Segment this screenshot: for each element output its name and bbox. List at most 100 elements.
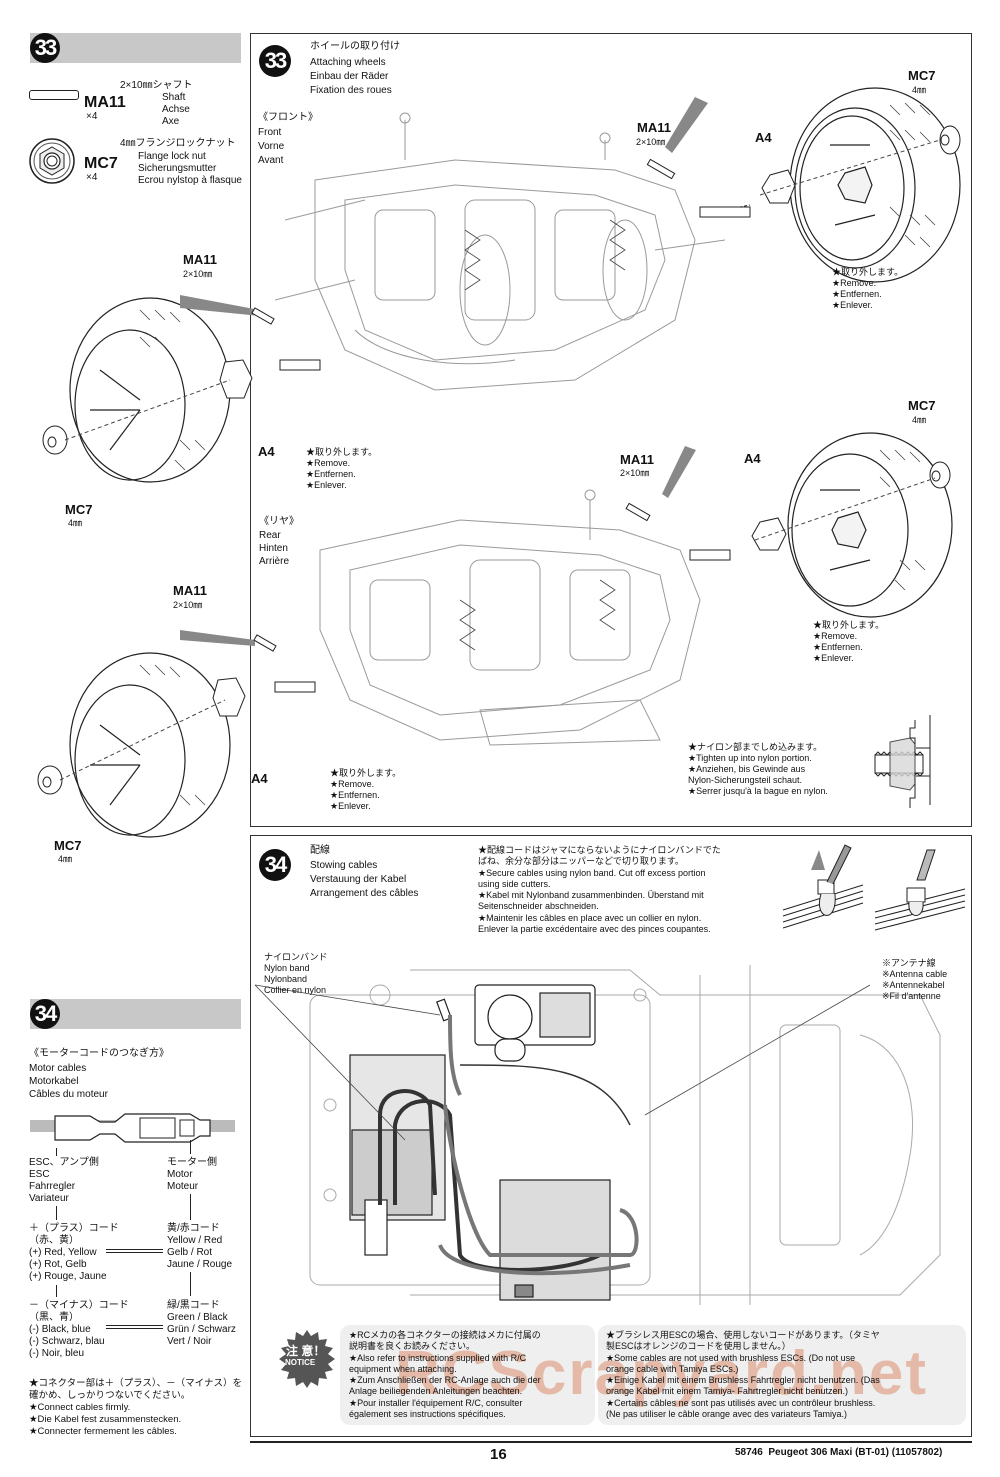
front-left-a4-label: A4 (258, 444, 275, 459)
instruction-de-1: ★Kabel mit Nylonband zusammenbinden. Übe… (478, 890, 704, 901)
tighten-note-de-2: Nylon-Sicherungsteil schaut. (688, 775, 803, 785)
connect-note-ja-1: ★コネクター部は＋（プラス）、－（マイナス）を (29, 1378, 242, 1389)
notice-badge-en: NOTICE (285, 1358, 316, 1367)
remove-note-fr: ★Enlever. (306, 480, 347, 490)
tighten-note-de-1: ★Anziehen, bis Gewinde aus (688, 764, 806, 774)
remove-note-de: ★Entfernen. (813, 642, 863, 652)
minus-connect-line-2 (106, 1328, 163, 1329)
green-black-ja: 緑/黒コード (167, 1300, 220, 1311)
cable-routing-chassis-illustration (254, 965, 941, 1305)
antenna-cable-ja: ※アンテナ線 (882, 958, 936, 968)
notice-right-fr-1: ★Certains câbles ne sont pas utilisés av… (606, 1397, 876, 1408)
connect-note-fr: ★Connecter fermement les câbles. (29, 1426, 177, 1437)
remove-note-en: ★Remove. (330, 779, 375, 789)
motor-cables-heading-en: Motor cables (29, 1063, 87, 1074)
rear-left-mc7-size: 4㎜ (58, 854, 73, 864)
step33-title-en: Attaching wheels (310, 57, 386, 68)
step34-instructions: ★配線コードはジャマにならないようにナイロンバンドでた ばね、余分な部分はニッパ… (478, 845, 721, 935)
plus-cable-en: (+) Red, Yellow (29, 1247, 97, 1258)
minus-cable-ja: －（マイナス）コード (29, 1300, 129, 1311)
front-right-mc7-label: MC7 (908, 68, 936, 83)
plus-cable-ja: ＋（プラス）コード (29, 1223, 119, 1234)
motor-side-label: モーター側 Motor Moteur (167, 1157, 217, 1193)
shaft-part-icon (29, 90, 79, 100)
notice-right-ja-2: 製ESCはオレンジのコードを使用しません。） (606, 1341, 791, 1352)
antenna-cable-fr: ※Fil d'antenne (882, 991, 941, 1001)
motor-cables-heading-de: Motorkabel (29, 1076, 79, 1087)
motor-connector-illustration (30, 1113, 235, 1143)
front-right-ma11-label: MA11 (637, 120, 671, 135)
step33-title-fr: Fixation des roues (310, 85, 392, 96)
notice-right-en-2: orange cable with Tamiya ESCs.) (606, 1363, 739, 1374)
esc-side-de: Fahrregler (29, 1181, 76, 1192)
rear-left-ma11-size: 2×10㎜ (173, 600, 203, 610)
step34-title-en: Stowing cables (310, 860, 378, 871)
front-right-remove-note: ★取り外します。 ★Remove. ★Entfernen. ★Enlever. (832, 267, 903, 311)
part-name-de-mc7: Sicherungsmutter (138, 163, 217, 174)
front-left-mc7-label: MC7 (65, 502, 93, 517)
remove-note-de: ★Entfernen. (306, 469, 356, 479)
front-left-mc7-size: 4㎜ (68, 518, 83, 528)
esc-side-leader (56, 1148, 57, 1156)
notice-badge-ja: 注 意！ (286, 1344, 326, 1358)
tighten-note-fr: ★Serrer jusqu'à la bague en nylon. (688, 786, 828, 796)
step33-title-ja: ホイールの取り付け (310, 41, 400, 52)
rear-chassis-illustration (319, 489, 701, 746)
part-name-en-ma11: Shaft (162, 92, 186, 103)
step34-title-de: Verstauung der Kabel (310, 874, 407, 885)
rear-right-remove-note: ★取り外します。 ★Remove. ★Entfernen. ★Enlever. (813, 620, 884, 664)
notice-left-text: ★RCメカの各コネクターの接続はメカに付属の 説明書を良くお読みください。 ★A… (349, 1330, 541, 1420)
instruction-ja-1: ★配線コードはジャマにならないようにナイロンバンドでた (478, 845, 721, 855)
tighten-note-ja: ★ナイロン部までしめ込みます。 (688, 742, 823, 752)
part-qty-ma11: ×4 (86, 111, 98, 122)
nylon-band-label: ナイロンバンド Nylon band Nylonband Collier en … (264, 952, 327, 996)
antenna-cable-label: ※アンテナ線 ※Antenna cable ※Antennekabel ※Fil… (882, 958, 947, 1002)
front-right-mc7-size: 4㎜ (912, 85, 927, 95)
minus-connect-line-1 (106, 1325, 163, 1326)
plus-cable-de: (+) Rot, Gelb (29, 1259, 87, 1270)
nylon-band-tightened-icon (874, 849, 966, 931)
notice-left-de-2: Anlage beiliegenden Anleitungen beachten… (349, 1386, 523, 1397)
antenna-cable-de: ※Antennekabel (882, 980, 945, 990)
notice-left-fr-1: ★Pour installer l'équipement R/C, consul… (349, 1397, 523, 1408)
plus-cable-fr: (+) Rouge, Jaune (29, 1271, 107, 1282)
notice-right-de-1: ★Einige Kabel mit einem Brushless Fahrtr… (606, 1375, 880, 1386)
rear-label-ja: 《リヤ》 (259, 516, 299, 527)
remove-note-fr: ★Enlever. (813, 653, 854, 663)
product-info: 58746 Peugeot 306 Maxi (BT-01) (11057802… (735, 1447, 943, 1458)
remove-note-de: ★Entfernen. (330, 790, 380, 800)
footer-rule (250, 1441, 972, 1443)
part-code-mc7: MC7 (84, 155, 118, 172)
rear-right-wheel-illustration (625, 432, 953, 618)
instruction-fr-2: Enlever la partie excédentaire avec des … (478, 924, 711, 935)
front-left-ma11-size: 2×10㎜ (183, 269, 213, 279)
remove-note-ja: ★取り外します。 (832, 267, 904, 277)
yellow-red-de: Gelb / Rot (167, 1247, 213, 1258)
part-name-ja-mc7: 4㎜フランジロックナット (120, 138, 236, 149)
front-label-ja: 《フロント》 (258, 112, 318, 123)
plus-vertical-line (56, 1285, 57, 1297)
minus-cable-de: (-) Schwarz, blau (29, 1336, 105, 1347)
notice-right-de-2: orange Kabel mit einem Tamiya- Fahrtregl… (606, 1386, 848, 1397)
remove-note-fr: ★Enlever. (330, 801, 371, 811)
motor-vertical-connector (190, 1194, 191, 1220)
part-name-ja-ma11: 2×10㎜シャフト (120, 80, 193, 91)
notice-left-de-1: ★Zum Anschließen der RC-Anlage auch die … (349, 1375, 541, 1386)
front-label-fr: Avant (258, 155, 284, 166)
front-left-wheel-illustration (42, 295, 321, 483)
notice-badge-icon (279, 1330, 335, 1388)
motor-cables-heading-ja: 《モーターコードのつなぎ方》 (29, 1048, 169, 1059)
part-code-ma11: MA11 (84, 94, 126, 111)
plus-connect-line-2 (106, 1252, 163, 1253)
instruction-de-2: Seitenschneider abschneiden. (478, 901, 599, 912)
esc-side-label: ESC、アンプ側 ESC Fahrregler Variateur (29, 1157, 99, 1205)
step34-title-ja: 配線 (310, 845, 330, 856)
front-right-ma11-size: 2×10㎜ (636, 137, 666, 147)
remove-note-en: ★Remove. (813, 631, 858, 641)
rear-left-ma11-label: MA11 (173, 583, 207, 598)
motor-side-ja: モーター側 (167, 1157, 217, 1168)
notice-box-left (340, 1325, 595, 1425)
motor-side-en: Motor (167, 1169, 193, 1180)
antenna-cable-en: ※Antenna cable (882, 969, 948, 979)
yellow-red-vertical-line (190, 1272, 191, 1296)
